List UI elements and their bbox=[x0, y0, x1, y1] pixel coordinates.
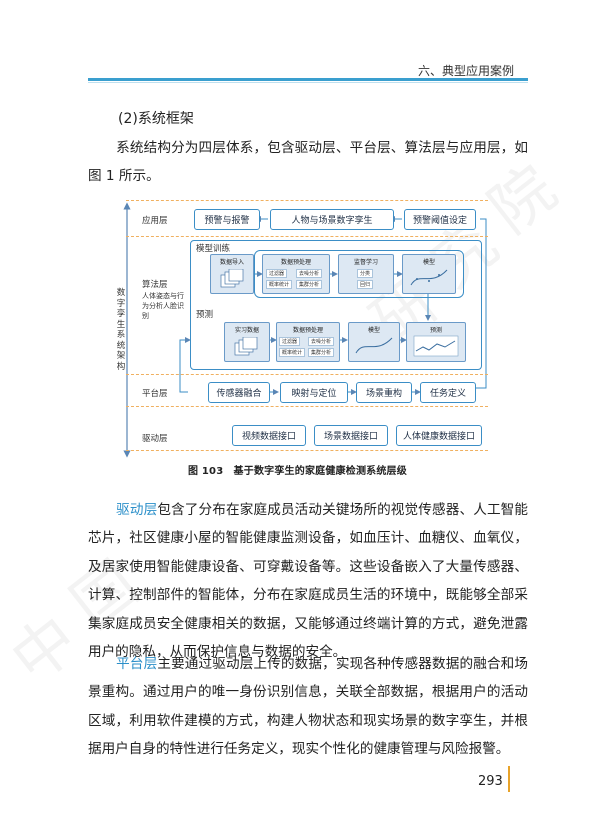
driver-box-scene: 场景数据接口 bbox=[314, 425, 388, 446]
divider bbox=[126, 374, 488, 375]
block-model-train: 模型 bbox=[402, 254, 456, 294]
paragraph-driver-layer: 驱动层包含了分布在家庭成员活动关键场所的视觉传感器、人工智能芯片，社区健康小屋的… bbox=[88, 502, 529, 661]
platform-box-fusion: 传感器融合 bbox=[208, 382, 270, 403]
model-curve-icon bbox=[410, 269, 448, 286]
divider bbox=[126, 236, 488, 237]
section-title: (2)系统框架 bbox=[118, 111, 194, 127]
model-curve-icon bbox=[355, 337, 393, 354]
block-supervised: 监督学习 分类 回归 bbox=[338, 254, 394, 294]
stack-icon bbox=[220, 269, 244, 288]
algo-container bbox=[190, 240, 482, 370]
stack-icon bbox=[234, 337, 258, 356]
running-header: 六、典型应用案例 bbox=[417, 64, 514, 78]
platform-box-reconstruct: 场景重构 bbox=[356, 382, 412, 403]
block-preprocess-predict: 数据预处理 过滤器 去噪分析 概率统计 集群分析 bbox=[276, 322, 340, 362]
layer-algo-sub: 人体姿态与行为分析人脸识别 bbox=[142, 292, 184, 320]
divider bbox=[126, 450, 488, 451]
prediction-chart-icon bbox=[413, 335, 459, 357]
paragraph-platform-layer: 平台层主要通过驱动层上传的数据，实现各种传感器数据的融合和场景重构。通过用户的唯… bbox=[88, 656, 529, 758]
app-box-threshold: 预警阈值设定 bbox=[404, 209, 476, 230]
layer-algo: 算法层 bbox=[142, 280, 168, 290]
divider bbox=[126, 406, 488, 407]
architecture-diagram: 数字孪生系统架构 应用层 预警与报警 人物与场景数字孪生 预警阈值设定 算法层 … bbox=[110, 192, 490, 460]
header-rule bbox=[88, 78, 528, 81]
side-label: 数字孪生系统架构 bbox=[116, 288, 126, 372]
page-number-bar bbox=[508, 766, 510, 792]
term-driver-layer: 驱动层 bbox=[116, 502, 158, 518]
header-rule-thin bbox=[88, 82, 528, 83]
layer-platform: 平台层 bbox=[142, 389, 168, 399]
figure-caption: 图 103 基于数字孪生的家庭健康检测系统层级 bbox=[188, 466, 407, 477]
term-platform-layer: 平台层 bbox=[116, 656, 158, 672]
block-predict: 预测 bbox=[406, 322, 466, 362]
page-number: 293 bbox=[478, 774, 503, 789]
layer-app: 应用层 bbox=[142, 216, 168, 226]
block-preprocess-train: 数据预处理 过滤器 去噪分析 概率统计 集群分析 bbox=[262, 254, 330, 294]
app-box-twin: 人物与场景数字孪生 bbox=[270, 209, 394, 230]
training-frame bbox=[254, 250, 464, 298]
driver-box-health: 人体健康数据接口 bbox=[396, 425, 482, 446]
divider bbox=[126, 200, 488, 201]
app-box-alarm: 预警与报警 bbox=[194, 209, 260, 230]
block-live-data: 实习数据 bbox=[224, 322, 270, 362]
intro-paragraph: 系统结构分为四层体系，包含驱动层、平台层、算法层与应用层，如图 1 所示。 bbox=[88, 140, 528, 185]
block-data-import: 数据导入 bbox=[210, 254, 254, 294]
driver-box-video: 视频数据接口 bbox=[232, 425, 306, 446]
platform-box-mapping: 映射与定位 bbox=[280, 382, 348, 403]
training-label: 模型训练 bbox=[196, 244, 231, 254]
platform-box-task: 任务定义 bbox=[420, 382, 476, 403]
predict-label: 预测 bbox=[196, 310, 214, 320]
layer-driver: 驱动层 bbox=[142, 434, 168, 444]
block-model-predict: 模型 bbox=[348, 322, 400, 362]
